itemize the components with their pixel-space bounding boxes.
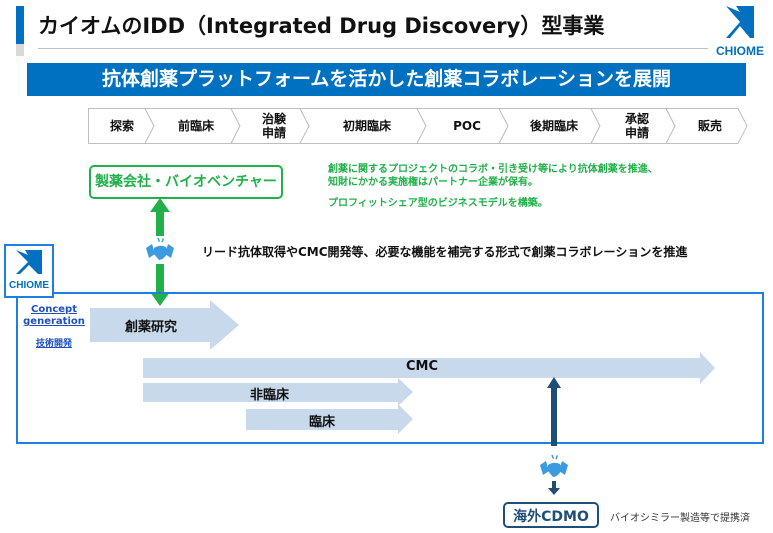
green-arrow-up-icon	[150, 198, 170, 236]
drug-discovery-label: 創薬研究	[125, 320, 178, 335]
concept-link-text: Concept	[31, 304, 77, 315]
chiome-logo-text: CHIOME	[716, 44, 764, 58]
title-accent-bar-gray	[16, 44, 24, 56]
chiome-side-logo-text: CHIOME	[9, 280, 49, 291]
stage-chevron	[665, 108, 748, 144]
navy-arrow-shaft	[551, 386, 557, 446]
development-stage-chevrons: 探索 前臨床 治験 申請 初期臨床 POC 後期臨床 承認 申請 販売	[88, 108, 748, 144]
stage-chevron-shapes	[88, 108, 748, 144]
chiome-side-logo: CHIOME	[4, 244, 54, 298]
green-arrow-down-icon	[150, 264, 170, 306]
collaboration-description: リード抗体取得やCMC開発等、必要な機能を補完する形式で創薬コラボレーションを推…	[202, 245, 688, 259]
nonclinical-label: 非臨床	[250, 388, 290, 403]
chiome-logo-mark-icon	[16, 250, 42, 274]
stage-preclinical: 前臨床	[177, 119, 214, 133]
stage-ind-filing: 治験 申請	[261, 112, 286, 140]
stage-poc: POC	[453, 119, 481, 133]
chiome-capabilities-frame	[16, 292, 764, 444]
title-divider	[38, 48, 708, 49]
nonclinical-bar	[143, 378, 413, 406]
stage-sales: 販売	[697, 119, 722, 133]
handshake-icon	[540, 455, 568, 477]
clinical-bar	[246, 404, 413, 434]
chiome-logo-mark-icon	[726, 6, 754, 38]
chiome-logo: CHIOME	[712, 4, 768, 58]
headline-banner: 抗体創薬プラットフォームを活かした創薬コラボレーションを展開	[27, 63, 746, 96]
cdmo-arrow-shaft	[552, 481, 556, 489]
partner-link-arrow	[150, 198, 170, 306]
pharma-biotech-partner-box: 製薬会社・バイオベンチャー	[89, 165, 283, 199]
stage-explore: 探索	[109, 119, 134, 133]
cmc-label: CMC	[406, 359, 439, 374]
cdmo-arrow-down-icon	[548, 488, 560, 495]
cmc-bar	[143, 352, 715, 384]
partner-description-line2: 知財にかかる実施権はパートナー企業が保有。	[328, 177, 538, 188]
tech-development-link[interactable]: 技術開発	[35, 339, 72, 349]
handshake-icon	[146, 238, 174, 260]
stage-approval-filing: 承認 申請	[624, 112, 649, 140]
partner-description-line1: 創薬に関するプロジェクトのコラボ・引き受け等により抗体創薬を推進、	[328, 164, 658, 175]
overseas-cdmo-box: 海外CDMO	[503, 502, 599, 528]
page-title: カイオムのIDD（Integrated Drug Discovery）型事業	[38, 14, 605, 38]
partner-description-line3: プロフィットシェア型のビジネスモデルを構築。	[328, 198, 548, 209]
clinical-label: 臨床	[309, 415, 336, 430]
cdmo-note: バイオシミラー製造等で提携済	[610, 513, 750, 524]
drug-discovery-bar	[90, 300, 239, 350]
title-accent-bar	[16, 6, 24, 44]
navy-arrow-up-icon	[547, 377, 561, 388]
stage-early-clinical: 初期臨床	[342, 119, 391, 133]
concept-generation-link[interactable]: Concept generation	[22, 304, 86, 328]
generation-link-text: generation	[23, 316, 85, 327]
stage-late-clinical: 後期臨床	[529, 119, 578, 133]
